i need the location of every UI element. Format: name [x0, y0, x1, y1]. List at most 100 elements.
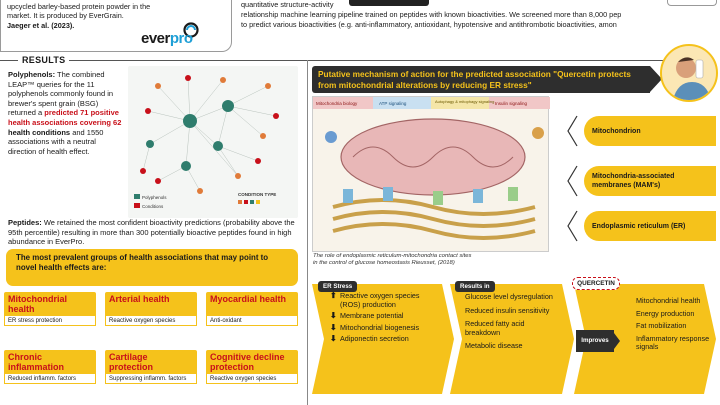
tile-heading: Cognitive decline protection: [206, 350, 298, 374]
condition-node: [140, 168, 146, 174]
results-item: Metabolic disease: [465, 341, 523, 351]
up-arrow-icon: ⬆: [330, 291, 337, 300]
polyphenols-intro: The combined LEAP™ queries for the 11 po…: [8, 70, 114, 118]
condition-node: [197, 188, 203, 194]
intro-reference: Jaeger et al. (2023).: [7, 20, 75, 30]
prevalent-banner: The most prevalent groups of health asso…: [6, 249, 298, 286]
methods-line: relationship machine learning pipeline t…: [241, 10, 622, 19]
quercetin-label: QUERCETIN: [572, 277, 620, 290]
chevron-left-icon: [567, 115, 578, 147]
diagram-head: Autophagy & mitophagy signaling: [435, 99, 494, 104]
peptides-label: Peptides:: [8, 218, 42, 227]
tile-heading: Myocardial health: [206, 292, 298, 316]
er-stress-item: ⬇Mitochondrial biogenesis: [330, 322, 420, 332]
methods-line: quantitative structure-activity: [241, 0, 334, 9]
er-mitochondria-diagram: Mitochondria biology ATP signaling Autop…: [312, 96, 550, 252]
health-tile: Cognitive decline protection Reactive ox…: [206, 350, 298, 384]
improves-item: Energy production: [636, 308, 695, 318]
dark-tab: [349, 0, 429, 6]
organelle-label-mitochondrion: Mitochondrion: [584, 116, 716, 146]
condition-node: [185, 75, 191, 81]
diagram-svg: Mitochondria biology ATP signaling Autop…: [313, 97, 550, 240]
health-tile: Cartilage protection Suppressing inflamm…: [105, 350, 197, 384]
tile-subtitle: Reduced inflamm. factors: [4, 374, 96, 384]
logo-wordmark: everpro: [141, 30, 193, 47]
polyphenol-node: [213, 141, 223, 151]
intro-line: market. It is produced by EverGrain.: [7, 11, 124, 21]
arrow-right-icon: [614, 333, 620, 349]
health-tile: Arterial health Reactive oxygen species: [105, 292, 197, 326]
condition-node: [145, 108, 151, 114]
tile-subtitle: Reactive oxygen species: [105, 316, 197, 326]
tile-heading: Chronic inflammation: [4, 350, 96, 374]
everpro-logo: everpro: [141, 22, 201, 50]
polyphenols-paragraph: Polyphenols: The combined LEAP™ queries …: [8, 70, 126, 156]
association-network-graph: Polyphenols Conditions CONDITION TYPE: [128, 66, 298, 218]
legend-label: Conditions: [142, 204, 164, 209]
legend-title: CONDITION TYPE: [238, 192, 276, 197]
results-in-label: Results in: [455, 281, 495, 292]
intro-card: upcycled barley-based protein powder in …: [0, 0, 232, 52]
polyphenol-node: [183, 114, 197, 128]
person-icon: [662, 46, 716, 100]
section-divider: [0, 60, 702, 61]
intro-line: upcycled barley-based protein powder in …: [7, 2, 151, 11]
condition-node: [265, 83, 271, 89]
er-stress-item: ⬆Reactive oxygen species (ROS) productio…: [330, 291, 420, 309]
diagram-head: Mitochondria biology: [316, 101, 358, 106]
tile-subtitle: Reactive oxygen species: [206, 374, 298, 384]
health-tile: Chronic inflammation Reduced inflamm. fa…: [4, 350, 96, 384]
down-arrow-icon: ⬇: [330, 311, 337, 321]
condition-node: [255, 158, 261, 164]
title-arrow-tail: [650, 66, 662, 92]
polyphenol-node: [181, 161, 191, 171]
tile-heading: Arterial health: [105, 292, 197, 316]
diagram-head: ATP signaling: [379, 101, 407, 106]
down-arrow-icon: ⬇: [330, 322, 337, 332]
outline-tab: [667, 0, 717, 6]
legend-label: Polyphenols: [142, 195, 167, 200]
down-arrow-icon: ⬇: [330, 334, 337, 344]
person-drinking-avatar: [660, 44, 718, 102]
tile-subtitle: Anti-oxidant: [206, 316, 298, 326]
condition-node: [220, 77, 226, 83]
results-item: Reduced fatty acid breakdown: [465, 319, 525, 337]
network-svg: Polyphenols Conditions CONDITION TYPE: [134, 75, 279, 209]
organelle-label-er: Endoplasmic reticulum (ER): [584, 211, 716, 241]
chevron-left-icon: [567, 210, 578, 242]
peptides-paragraph: Peptides: We retained the most confident…: [8, 218, 302, 247]
improves-item: Mitochondrial health: [636, 296, 701, 305]
tile-heading: Cartilage protection: [105, 350, 197, 374]
diagram-caption: The role of endoplasmic reticulum-mitoch…: [313, 253, 553, 268]
caption-line: in the control of glucose homeostasis Ri…: [313, 260, 455, 267]
condition-node: [155, 83, 161, 89]
improves-label: Improves: [576, 330, 614, 352]
mechanism-title: Putative mechanism of action for the pre…: [312, 66, 650, 93]
health-tile: Myocardial health Anti-oxidant: [206, 292, 298, 326]
er-stress-item: ⬇Membrane potential: [330, 311, 404, 321]
polyphenols-label: Polyphenols:: [8, 70, 56, 79]
polyphenols-highlight: predicted 71 positive health association…: [8, 108, 122, 127]
caption-line: The role of endoplasmic reticulum-mitoch…: [313, 253, 472, 259]
polyphenols-highlight-b: health conditions: [8, 127, 71, 137]
condition-node: [260, 133, 266, 139]
tile-heading: Mitochondrial health: [4, 292, 96, 316]
results-list: Glucose level dysregulation Reduced insu…: [465, 292, 560, 351]
condition-node: [235, 173, 241, 179]
condition-node: [273, 113, 279, 119]
peptides-text: We retained the most confident bioactivi…: [8, 218, 295, 247]
improves-item: Fat mobilization: [636, 321, 687, 331]
results-item: Reduced insulin sensitivity: [465, 305, 550, 315]
er-stress-label: ER Stress: [318, 281, 358, 292]
er-stress-list: ⬆Reactive oxygen species (ROS) productio…: [330, 291, 440, 344]
results-heading: RESULTS: [18, 55, 70, 65]
polyphenols-outro: and 1550 associations with a neutral dir…: [8, 127, 104, 156]
condition-node: [155, 178, 161, 184]
methods-line: to predict various bioactivities (e.g. a…: [241, 20, 617, 29]
health-tile: Mitochondrial health ER stress protectio…: [4, 292, 96, 326]
chevron-left-icon: [567, 165, 578, 197]
er-stress-item: ⬇Adiponectin secretion: [330, 334, 409, 344]
mechanism-panel: [307, 60, 720, 405]
improves-list: Mitochondrial health Energy production F…: [636, 296, 716, 352]
polyphenol-node: [146, 140, 154, 148]
